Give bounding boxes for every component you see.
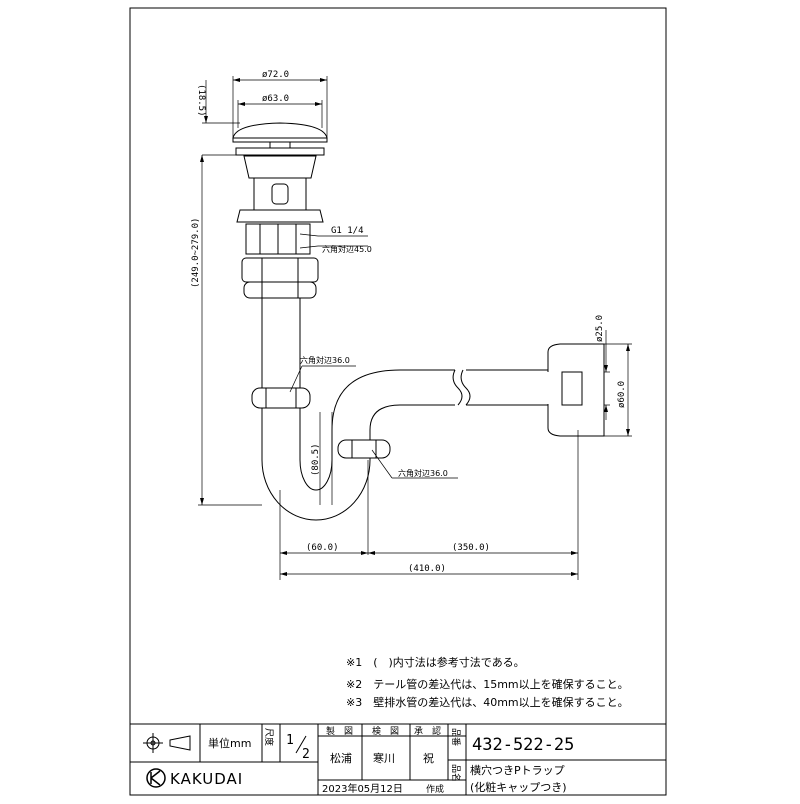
note-2: ※2 テール管の差込代は、15mm以上を確保すること。 (346, 677, 629, 691)
dim-hex36-lower: 六角対辺36.0 (398, 468, 448, 478)
scale-numerator: 1 (286, 733, 294, 748)
label-part-number: 品番 (450, 728, 462, 746)
name-made: 松浦 (330, 751, 352, 765)
scale-denominator: 2 (302, 747, 310, 762)
u-bend-outer (261, 459, 371, 521)
wall-socket (561, 371, 583, 406)
dim-thread: G1 1/4 (331, 226, 364, 236)
unit-label: 単位mm (208, 736, 251, 750)
dim-d60: ø60.0 (617, 381, 627, 408)
dim-w350: (350.0) (452, 543, 490, 553)
dim-d63: ø63.0 (262, 94, 289, 104)
dim-d72: ø72.0 (262, 70, 289, 80)
name-approve: 祝 (423, 751, 434, 765)
elbow-inner (369, 404, 455, 431)
role-made: 製 図 (326, 725, 353, 737)
arrowheads (200, 78, 630, 576)
name-check: 寒川 (373, 751, 395, 765)
projection-symbol-icon (143, 733, 191, 753)
title-block (129, 723, 667, 796)
kakudai-logo: KAKUDAI (146, 768, 243, 788)
upper-body (243, 155, 317, 179)
coupling-nut-lower (243, 281, 317, 299)
note-1: ※1 ( )内寸法は参考寸法である。 (346, 655, 525, 669)
dim-w410: (410.0) (408, 564, 446, 574)
dim-d25: ø25.0 (595, 315, 605, 342)
trap-drawing (232, 122, 605, 521)
product-name-line1: 横穴つきPトラップ (470, 763, 565, 777)
dim-height-range: (249.0~279.0) (191, 218, 201, 288)
cap-rim (232, 137, 328, 143)
company-name: KAKUDAI (170, 770, 243, 788)
dim-w60: (60.0) (306, 543, 339, 553)
note-3: ※3 壁排水管の差込代は、40mm以上を確保すること。 (346, 695, 629, 709)
dim-h80-5: (80.5) (311, 443, 321, 476)
elbow-outer (331, 369, 455, 431)
role-approve: 承 認 (414, 725, 441, 737)
dim-h18-5: (18.5) (196, 84, 206, 117)
overflow-hole (271, 183, 289, 205)
break-line (452, 369, 463, 406)
label-product-name: 品名 (450, 764, 462, 782)
part-number: 432-522-25 (472, 735, 574, 755)
flange (235, 147, 325, 156)
role-check: 検 図 (372, 725, 399, 737)
locknut (236, 209, 324, 223)
product-name-line2: (化粧キャップつき) (470, 780, 567, 794)
dim-hex45: 六角対辺45.0 (322, 244, 372, 254)
dim-hex36-upper: 六角対辺36.0 (300, 355, 350, 365)
creation-date: 2023年05月12日 (322, 782, 403, 795)
cap-dome (232, 122, 328, 139)
hex-nut-36-upper (251, 387, 311, 409)
coupling-nut (241, 257, 319, 283)
scale-label: 尺度 (263, 728, 275, 746)
u-bend-inner (299, 459, 333, 491)
hex-nut-36-lower (337, 439, 391, 459)
dimension-lines (198, 76, 632, 580)
stopper (269, 141, 291, 149)
creation-suffix: 作成 (426, 783, 444, 795)
